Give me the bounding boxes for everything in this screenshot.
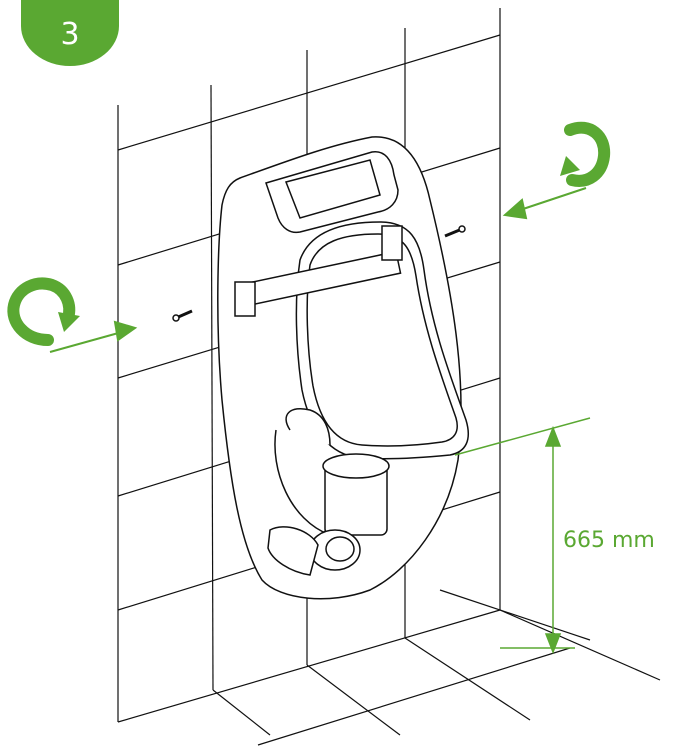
urinal xyxy=(217,136,470,600)
outlet-elbow xyxy=(267,526,319,576)
urinal-top-window xyxy=(284,159,381,219)
floor-line xyxy=(499,609,661,681)
dimension-ref-top xyxy=(454,417,591,456)
wall-line xyxy=(117,34,501,151)
floor-line xyxy=(257,647,571,746)
arrow-right-shaft xyxy=(519,187,587,211)
arrow-right-head xyxy=(502,198,528,220)
trap-top xyxy=(322,453,390,479)
floor-line xyxy=(306,664,401,736)
rotate-clockwise-icon xyxy=(7,277,80,346)
drain-loop xyxy=(274,429,331,536)
step-number: 3 xyxy=(60,16,80,52)
screw-left xyxy=(172,309,193,322)
dimension-label: 665 mm xyxy=(563,528,655,553)
floor-line xyxy=(212,689,271,736)
screw-right xyxy=(444,225,466,238)
arrow-left-shaft xyxy=(49,331,123,353)
dimension-arrow-top xyxy=(544,425,562,447)
arrow-left-head xyxy=(113,320,138,342)
dimension-arrow-bottom xyxy=(544,633,562,655)
bracket-end-left xyxy=(234,281,256,317)
dimension-indicator xyxy=(454,417,591,655)
floor-line xyxy=(439,589,591,641)
drain-pipe xyxy=(285,408,331,446)
rotate-clockwise-icon xyxy=(560,121,611,187)
outlet-inner xyxy=(325,536,355,562)
floor-line xyxy=(404,637,531,721)
wall-line xyxy=(210,84,214,691)
bracket-end-right xyxy=(381,225,403,261)
step-badge: 3 xyxy=(21,0,119,66)
